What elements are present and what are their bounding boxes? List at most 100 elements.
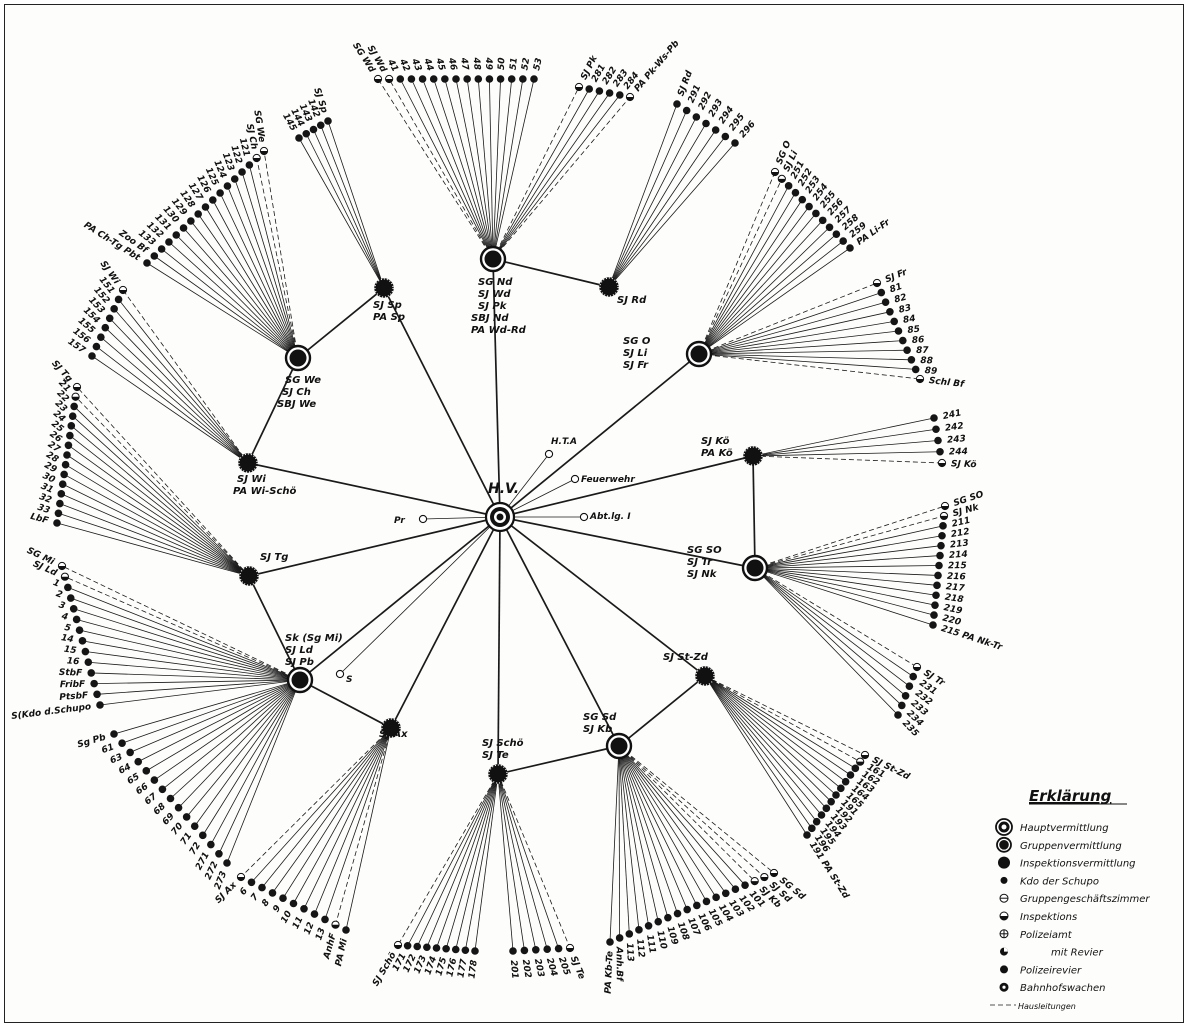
svg-text:SG O: SG O xyxy=(623,336,651,347)
fan-line xyxy=(608,123,707,288)
fan-line xyxy=(618,745,755,882)
fan-line xyxy=(445,773,499,949)
fan-line xyxy=(58,512,250,577)
leaf-half-fill xyxy=(61,576,69,581)
leaf-dot xyxy=(507,75,516,83)
leaf-dot xyxy=(692,113,701,121)
fan-line xyxy=(411,78,494,260)
leaf-dot xyxy=(938,531,946,540)
fan-line xyxy=(175,234,299,359)
leaf-half-fill xyxy=(873,283,881,287)
legend-label: Hauptvermittlung xyxy=(1020,823,1109,834)
fan-label: 220 xyxy=(941,614,962,628)
fan-line xyxy=(704,675,837,796)
fan-line xyxy=(85,651,301,681)
leaf-half-fill xyxy=(760,877,768,881)
fan-line xyxy=(618,745,765,878)
fan-label: 213 xyxy=(949,538,969,550)
leaf-dot xyxy=(64,583,72,592)
aux-node-abt xyxy=(579,512,589,522)
fan-label: 49 xyxy=(483,56,493,70)
fan-line xyxy=(75,396,250,577)
leaf-dot xyxy=(105,314,114,323)
fan-line xyxy=(618,745,669,918)
fan-line xyxy=(426,773,499,948)
fan-line xyxy=(70,597,301,681)
leaf-dot xyxy=(930,414,938,422)
svg-text:SJ Tg: SJ Tg xyxy=(260,552,288,563)
link-line-mi-ax xyxy=(299,679,392,729)
fan-line xyxy=(79,629,301,681)
fan-line xyxy=(298,137,385,289)
svg-text:SG Sd: SG Sd xyxy=(583,712,617,723)
leaf-half-fill xyxy=(751,881,759,885)
link-line-ko-so xyxy=(752,455,756,569)
fan-line xyxy=(497,773,514,952)
fan-label: 42 xyxy=(397,57,412,73)
leaf-dot xyxy=(201,203,210,211)
fan-line xyxy=(497,773,548,950)
leaf-dot xyxy=(798,195,807,204)
fan-line xyxy=(698,340,903,355)
leaf-dot xyxy=(822,804,831,813)
fan-line xyxy=(138,679,301,762)
fan-line xyxy=(492,78,513,260)
leaf-half-fill xyxy=(253,158,261,162)
fan-line xyxy=(94,679,301,685)
leaf-dot xyxy=(711,126,720,134)
fan-line xyxy=(704,675,832,802)
legend-item: Polizeiamt xyxy=(999,929,1073,941)
legend-item: Inspektions xyxy=(999,911,1077,923)
leaf-dot xyxy=(223,182,232,190)
fan-label: StbF xyxy=(59,668,84,679)
inspektion-node-rd-texture xyxy=(599,277,619,297)
svg-text:SJ Ch: SJ Ch xyxy=(282,387,311,398)
legend-item: Bahnhofswachen xyxy=(999,982,1105,994)
fan-line xyxy=(205,206,299,359)
leaf-dot xyxy=(903,346,911,355)
fan-line xyxy=(146,679,301,772)
leaf-dot xyxy=(931,601,939,609)
leaf-dot xyxy=(894,327,903,335)
leaf-dot xyxy=(182,813,191,821)
leaf-dot xyxy=(134,757,143,766)
leaf-dot xyxy=(174,803,183,812)
leaf-dot xyxy=(72,615,81,624)
fan-line xyxy=(752,417,935,457)
fan-label: 7 xyxy=(249,891,261,903)
leaf-half-fill xyxy=(916,379,924,383)
leaf-half-fill xyxy=(778,178,786,183)
leaf-dot xyxy=(418,75,427,83)
fan-line xyxy=(618,745,698,906)
leaf-dot xyxy=(69,604,78,613)
leaf-half-fill xyxy=(260,151,268,155)
fan-line xyxy=(704,675,808,836)
fan-line xyxy=(183,227,299,359)
station-label-ko: SJ Kö PA Kö xyxy=(701,436,733,459)
fan-line xyxy=(752,455,943,464)
leaf-dot xyxy=(673,100,681,108)
fan-line xyxy=(754,567,934,626)
leaf-half-fill xyxy=(856,761,864,766)
leaf-dot xyxy=(509,947,517,955)
leaf-dot xyxy=(530,75,538,83)
station-label-rd: SJ Rd xyxy=(617,295,647,306)
fan-line xyxy=(399,78,494,260)
leaf-dot xyxy=(158,785,167,794)
fan-label: 14 xyxy=(60,633,74,645)
leaf-dot xyxy=(84,658,93,667)
fan-line xyxy=(282,727,392,899)
fan-label: Schl Bf xyxy=(928,376,965,390)
fan-label: 41 xyxy=(385,57,400,74)
fan-line xyxy=(704,675,817,822)
fan-label: 45 xyxy=(433,56,446,72)
leaf-dot xyxy=(310,910,319,918)
leaf-dot xyxy=(172,231,181,239)
link-line-tg-mi xyxy=(248,575,301,681)
fan-line xyxy=(464,773,499,951)
station-label-nd: SG Nd SJ Wd SJ Pk SBJ Nd PA Wd-Rd xyxy=(471,277,527,336)
trunk-line-wi xyxy=(247,462,501,518)
leaf-dot xyxy=(851,764,860,773)
